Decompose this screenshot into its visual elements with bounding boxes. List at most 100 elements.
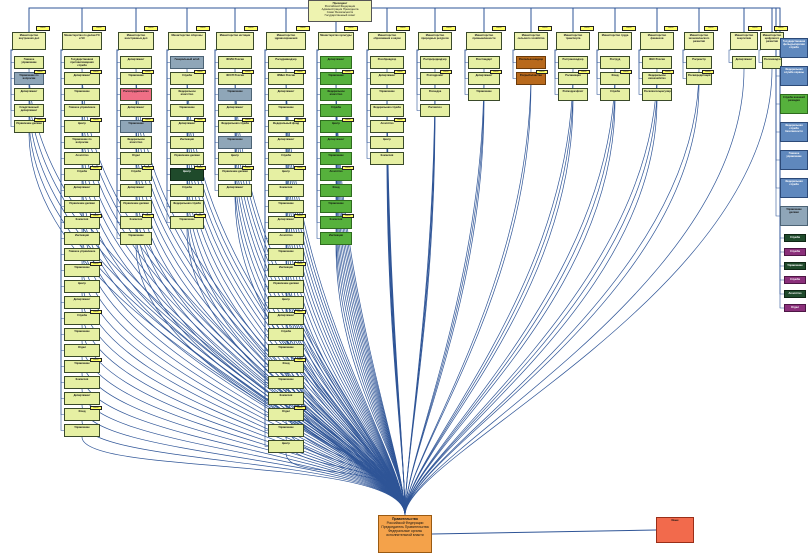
subordinate-node[interactable]: Роснедра — [420, 88, 450, 101]
decree-tag[interactable]: Указ / Постановление — [774, 26, 788, 31]
ministry-node[interactable]: Министерство образования и науки — [368, 32, 406, 50]
subordinate-node[interactable]: Росавиация — [558, 72, 588, 85]
subordinate-node[interactable]: Департамент — [120, 184, 152, 197]
subordinate-node[interactable]: Комиссия — [268, 392, 304, 405]
subordinate-node[interactable]: Управление — [64, 424, 100, 437]
subordinate-node[interactable]: Федеральное агентство — [120, 136, 152, 149]
decree-tag[interactable]: Указ / Постановление — [578, 70, 590, 74]
decree-tag[interactable]: Указ / Постановление — [244, 26, 258, 31]
decree-tag[interactable]: Указ / Постановление — [490, 70, 502, 74]
subordinate-node[interactable]: Фонд — [600, 72, 630, 85]
right-agency-node[interactable]: Агентство — [784, 290, 806, 298]
subordinate-node[interactable]: Центр — [268, 168, 304, 181]
decree-tag[interactable]: Указ / Постановление — [344, 26, 358, 31]
decree-tag[interactable]: Указ / Постановление — [342, 214, 354, 218]
decree-tag[interactable]: Указ / Постановление — [394, 118, 406, 122]
decree-tag[interactable]: Указ / Постановление — [90, 70, 102, 74]
ministry-node[interactable]: Министерство энергетики — [730, 32, 758, 50]
subordinate-node[interactable]: Управление — [170, 104, 204, 117]
subordinate-node[interactable]: Фонд — [268, 360, 304, 373]
subordinate-node[interactable]: Центр — [268, 296, 304, 309]
subordinate-node[interactable]: Инспекция — [268, 264, 304, 277]
subordinate-node[interactable]: Росалкогольрегулирование — [642, 88, 672, 101]
subordinate-node[interactable]: Федеральная служба — [170, 200, 204, 213]
subordinate-node[interactable]: Агентство — [370, 120, 404, 133]
subordinate-node[interactable]: Росприроднадзор — [420, 56, 450, 69]
decree-tag[interactable]: Указ / Постановление — [342, 70, 354, 74]
subordinate-node[interactable]: Управление делами — [64, 200, 100, 213]
decree-tag[interactable]: Указ / Постановление — [662, 70, 674, 74]
decree-tag[interactable]: Указ / Постановление — [440, 70, 452, 74]
subordinate-node[interactable]: Управление — [64, 328, 100, 341]
subordinate-node[interactable]: ФСИН России — [218, 56, 252, 69]
subordinate-node[interactable]: Комиссия — [64, 216, 100, 229]
decree-tag[interactable]: Указ / Постановление — [90, 214, 102, 218]
decree-tag[interactable]: Указ / Постановление — [194, 166, 206, 170]
subordinate-node[interactable]: Управление — [320, 152, 352, 165]
decree-tag[interactable]: Указ / Постановление — [90, 262, 102, 266]
subordinate-node[interactable]: Служба — [120, 168, 152, 181]
root-node[interactable]: Президент Российской Федерации Администр… — [308, 0, 372, 22]
subordinate-node[interactable]: Служба — [170, 184, 204, 197]
ministry-node[interactable]: Министерство цифрового развития — [760, 32, 784, 50]
subordinate-node[interactable]: Управление по вопросам — [64, 136, 100, 149]
subordinate-node[interactable]: Управление — [120, 232, 152, 245]
subordinate-node[interactable]: Ространснадзор — [558, 56, 588, 69]
subordinate-node[interactable]: Агентство — [320, 168, 352, 181]
subordinate-node[interactable]: Управление делами — [268, 280, 304, 293]
subordinate-node[interactable]: Департамент — [268, 136, 304, 149]
right-agency-node[interactable]: Управление — [784, 262, 806, 270]
subordinate-node[interactable]: Инспекция — [64, 232, 100, 245]
subordinate-node[interactable]: Отдел — [268, 408, 304, 421]
ministry-node[interactable]: Министерство иностранных дел — [118, 32, 154, 50]
decree-tag[interactable]: Указ / Постановление — [294, 118, 306, 122]
subordinate-node[interactable]: Агентство — [64, 152, 100, 165]
decree-tag[interactable]: Указ / Постановление — [580, 26, 594, 31]
subordinate-node[interactable]: Управление — [268, 248, 304, 261]
subordinate-node[interactable]: Служба — [320, 104, 352, 117]
subordinate-node[interactable]: Управление — [268, 344, 304, 357]
subordinate-node[interactable]: Центр — [64, 120, 100, 133]
subordinate-node[interactable]: Управление — [370, 88, 404, 101]
subordinate-node[interactable]: Росаккредитация — [686, 72, 712, 85]
subordinate-node[interactable]: Служба — [64, 312, 100, 325]
decree-tag[interactable]: Указ / Постановление — [620, 70, 632, 74]
decree-tag[interactable]: Указ / Постановление — [142, 214, 154, 218]
subordinate-node[interactable]: Отдел — [120, 152, 152, 165]
subordinate-node[interactable]: Департамент — [268, 312, 304, 325]
subordinate-node[interactable]: Служба — [64, 168, 100, 181]
subordinate-node[interactable]: Росгидромет — [420, 72, 450, 85]
subordinate-node[interactable]: Департамент — [120, 104, 152, 117]
subordinate-node[interactable]: Центр — [370, 136, 404, 149]
subordinate-node[interactable]: Департамент — [268, 88, 304, 101]
decree-tag[interactable]: Указ / Постановление — [196, 26, 210, 31]
subordinate-node[interactable]: Государственная противопожарная служба — [64, 56, 100, 69]
subordinate-node[interactable]: ФМБА России — [268, 72, 304, 85]
right-agency-node[interactable]: Федеральная служба безопасности — [780, 122, 808, 142]
subordinate-node[interactable]: Комиссия — [64, 376, 100, 389]
subordinate-node[interactable]: Следственный департамент — [14, 104, 44, 117]
subordinate-node[interactable]: Фонд — [320, 184, 352, 197]
subordinate-node[interactable]: Росздравнадзор — [268, 56, 304, 69]
subordinate-node[interactable]: Управление — [64, 88, 100, 101]
subordinate-node[interactable]: Комиссия — [120, 216, 152, 229]
decree-tag[interactable]: Указ / Постановление — [538, 26, 552, 31]
decree-tag[interactable]: Указ / Постановление — [142, 70, 154, 74]
decree-tag[interactable]: Указ / Постановление — [394, 70, 406, 74]
ministry-node[interactable]: Министерство культуры — [318, 32, 354, 50]
subordinate-node[interactable]: ФНС России — [642, 56, 672, 69]
decree-tag[interactable]: Указ / Постановление — [294, 70, 306, 74]
decree-tag[interactable]: Указ / Постановление — [342, 118, 354, 122]
subordinate-node[interactable]: Департамент — [468, 72, 500, 85]
subordinate-node[interactable]: Россотрудничество — [120, 88, 152, 101]
subordinate-node[interactable]: Управление делами — [120, 200, 152, 213]
subordinate-node[interactable]: Департамент — [370, 72, 404, 85]
decree-tag[interactable]: Указ / Постановление — [704, 26, 718, 31]
subordinate-node[interactable]: Управление — [218, 88, 252, 101]
subordinate-node[interactable]: Департамент — [14, 88, 44, 101]
ministry-node[interactable]: Министерство здравоохранения — [266, 32, 306, 50]
decree-tag[interactable]: Указ / Постановление — [622, 26, 636, 31]
subordinate-node[interactable]: Управление — [120, 120, 152, 133]
right-agency-node[interactable]: Федеральная служба охраны — [780, 66, 808, 86]
subordinate-node[interactable]: Департамент — [732, 56, 756, 69]
